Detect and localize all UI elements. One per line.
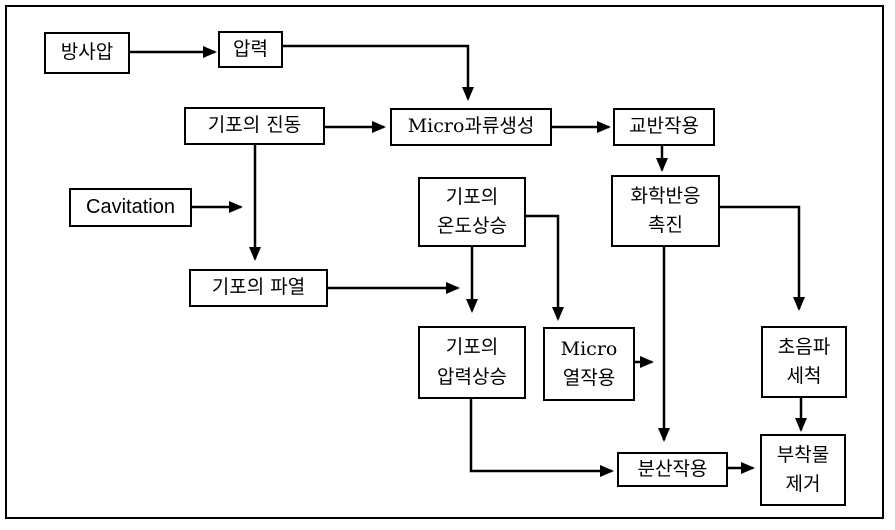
node-stirring: 교반작용: [613, 108, 715, 146]
node-micro-heat: Micro 열작용: [543, 327, 635, 401]
node-label-line-1: 기포의: [445, 336, 499, 359]
node-label-line-2: 압력상승: [437, 365, 507, 388]
arrow-temp-to-heat: [525, 214, 564, 321]
arrow-chem-to-cleaning: [719, 205, 805, 311]
diagram-frame: [5, 5, 884, 519]
node-chem-reaction: 화학반응 촉진: [611, 175, 720, 247]
node-label: 교반작용: [629, 115, 699, 138]
node-bubble-pressure-rise: 기포의 압력상승: [418, 326, 526, 399]
arrow-pressure-to-dispersion: [469, 398, 614, 477]
node-label-line-1: 초음파: [777, 335, 831, 358]
node-deposit-removal: 부착물 제거: [760, 434, 846, 506]
node-label-line-2: 촉진: [648, 214, 683, 236]
node-micro-flow: Micro과류생성: [390, 108, 552, 146]
node-label-line-1: 부착물: [776, 443, 830, 466]
node-cavitation: Cavitation: [69, 188, 192, 227]
node-bubble-vibration: 기포의 진동: [184, 107, 325, 145]
node-label-line-2: 온도상승: [437, 215, 507, 237]
arrow-pressure-to-microflow: [282, 44, 474, 101]
node-label-line-2: 제거: [785, 473, 821, 495]
node-label-line-2: 세척: [786, 365, 822, 387]
node-label: 압력: [233, 37, 268, 60]
node-ultrasonic-cleaning: 초음파 세척: [761, 326, 847, 398]
node-label: Cavitation: [86, 196, 175, 218]
node-label-line-1: 기포의: [445, 185, 499, 208]
node-radiation-pressure: 방사압: [44, 32, 130, 74]
node-label-line-1: 화학반응: [630, 184, 701, 207]
node-label: 분산작용: [637, 457, 708, 480]
node-label-line-2: 열작용: [562, 367, 616, 389]
node-bubble-temp-rise: 기포의 온도상승: [418, 177, 526, 247]
node-label: 방사압: [60, 41, 114, 64]
node-bubble-burst: 기포의 파열: [189, 269, 328, 307]
node-label-line-1: Micro: [560, 337, 618, 360]
node-label: 기포의 진동: [207, 114, 302, 137]
node-label: 기포의 파열: [211, 276, 306, 299]
node-pressure: 압력: [218, 31, 283, 68]
node-label: Micro과류생성: [407, 115, 535, 138]
node-dispersion: 분산작용: [617, 452, 728, 487]
